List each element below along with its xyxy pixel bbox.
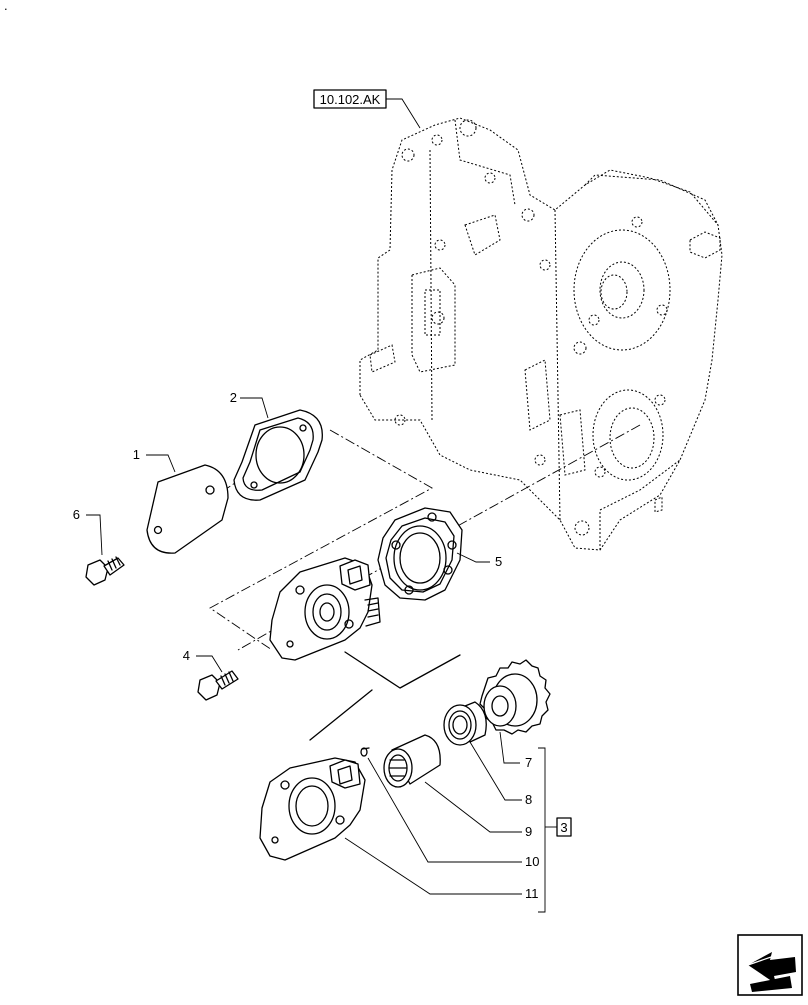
bearing — [443, 701, 487, 746]
assembly-box — [556, 817, 572, 837]
corner-mark: . — [4, 0, 8, 13]
alignment-frame — [209, 429, 433, 651]
pin — [360, 747, 370, 757]
callout-11: 11 — [525, 886, 539, 901]
gasket — [233, 409, 323, 501]
callout-10: 10 — [525, 854, 539, 869]
reference-callout: 10.102.AK — [313, 89, 421, 129]
callout-9: 9 — [525, 824, 532, 839]
detail-break-upper — [344, 651, 461, 689]
callout-4: 4 — [183, 648, 190, 663]
callout-8: 8 — [525, 792, 532, 807]
callout-2: 2 — [230, 390, 237, 405]
sleeve — [383, 734, 441, 788]
cover-plate — [146, 464, 229, 554]
leader-lines — [86, 397, 557, 913]
callout-5: 5 — [495, 554, 502, 569]
pump-assembly-upper — [269, 557, 381, 661]
callout-6: 6 — [73, 507, 80, 522]
callout-1: 1 — [133, 447, 140, 462]
adapter-flange — [377, 507, 463, 601]
detail-break-lower — [309, 689, 373, 741]
gear — [479, 659, 551, 735]
timing-cover-housing — [359, 117, 723, 551]
pump-body — [259, 757, 366, 861]
bolt-4 — [197, 670, 239, 701]
reference-label: 10.102.AK — [320, 92, 381, 107]
callout-7: 7 — [525, 755, 532, 770]
bolt-6 — [85, 556, 125, 586]
assembly-label: 3 — [560, 820, 567, 835]
arrow-nav-icon[interactable] — [737, 934, 803, 996]
